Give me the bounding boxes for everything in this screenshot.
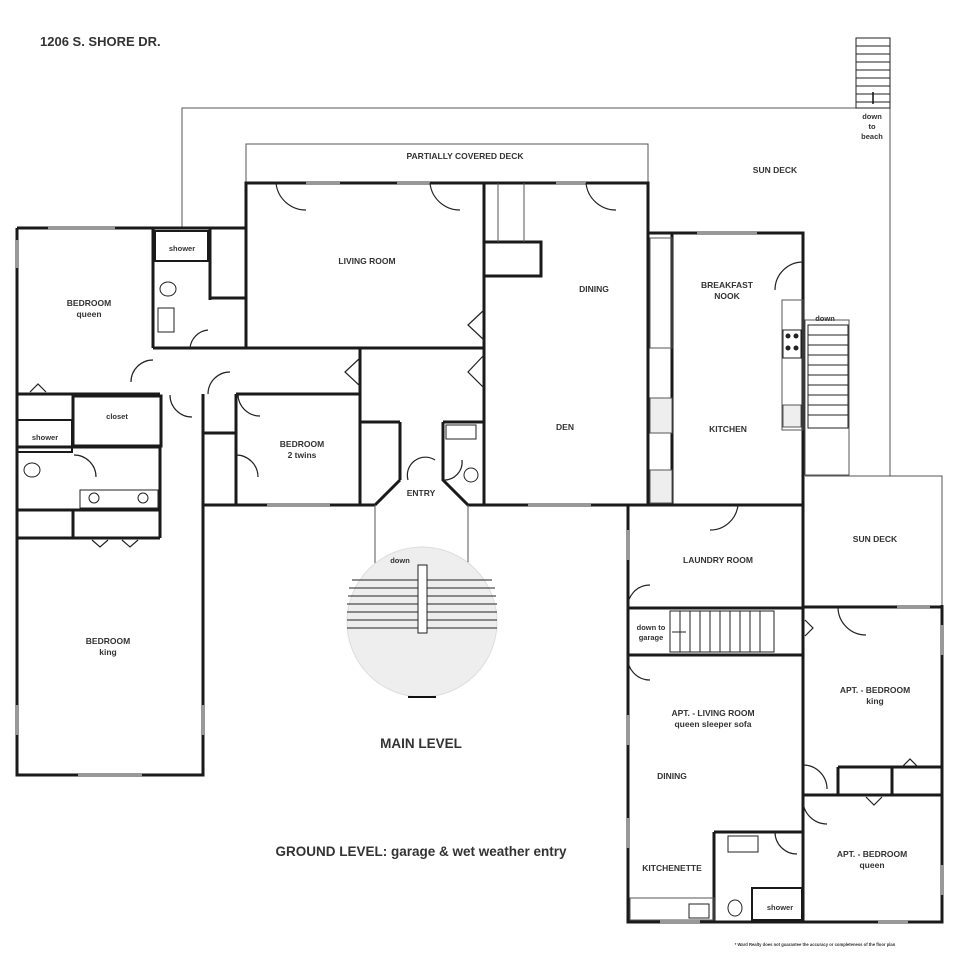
labels: 1206 S. SHORE DR. PARTIALLY COVERED DECK…	[32, 34, 910, 947]
label-bedroom-king: BEDROOM	[86, 636, 130, 646]
label-apt-living-2: queen sleeper sofa	[674, 719, 751, 729]
label-bedroom-queen: BEDROOM	[67, 298, 111, 308]
label-down-to-beach-2: to	[868, 122, 875, 131]
label-breakfast-nook-1: BREAKFAST	[701, 280, 754, 290]
label-sun-deck-top: SUN DECK	[753, 165, 798, 175]
label-closet: closet	[106, 412, 128, 421]
disclaimer: * Ward Realty does not guarantee the acc…	[735, 942, 896, 947]
kitchen-stairs	[807, 324, 849, 429]
label-apt-bedroom-queen-2: queen	[859, 860, 884, 870]
fixtures	[23, 281, 802, 919]
label-living-room: LIVING ROOM	[338, 256, 395, 266]
apartment-walls	[626, 505, 944, 924]
label-down-entry: down	[390, 556, 410, 565]
label-kitchenette: KITCHENETTE	[642, 863, 702, 873]
label-down-to-garage-2: garage	[639, 633, 664, 642]
label-bedroom-king-bed: king	[99, 647, 116, 657]
level-title: MAIN LEVEL	[380, 736, 462, 751]
label-down-to-beach-1: down	[862, 112, 882, 121]
label-apt-dining: DINING	[657, 771, 687, 781]
label-apt-bedroom-queen-1: APT. - BEDROOM	[837, 849, 907, 859]
beach-stairs	[855, 37, 891, 109]
label-sun-deck-right: SUN DECK	[853, 534, 898, 544]
label-laundry-room: LAUNDRY ROOM	[683, 555, 753, 565]
label-bedroom-queen-bed: queen	[76, 309, 101, 319]
deck-outlines	[181, 107, 943, 605]
doors	[29, 182, 919, 855]
ground-level-note: GROUND LEVEL: garage & wet weather entry	[275, 844, 567, 859]
entry-stairs	[346, 546, 498, 698]
label-apt-living-1: APT. - LIVING ROOM	[671, 708, 754, 718]
label-breakfast-nook-2: NOOK	[714, 291, 740, 301]
label-down-to-garage-1: down to	[637, 623, 666, 632]
label-shower-apt: shower	[767, 903, 793, 912]
label-down-to-beach-3: beach	[861, 132, 883, 141]
garage-stairs	[669, 610, 775, 653]
label-bedroom-twins: BEDROOM	[280, 439, 324, 449]
label-partially-covered-deck: PARTIALLY COVERED DECK	[407, 151, 525, 161]
label-down-kitchen: down	[815, 314, 835, 323]
label-apt-bedroom-king-2: king	[866, 696, 883, 706]
label-den: DEN	[556, 422, 574, 432]
label-bedroom-twins-bed: 2 twins	[288, 450, 317, 460]
address-title: 1206 S. SHORE DR.	[40, 34, 161, 49]
label-shower-left: shower	[32, 433, 58, 442]
label-entry: ENTRY	[407, 488, 436, 498]
label-apt-bedroom-king-1: APT. - BEDROOM	[840, 685, 910, 695]
windows	[15, 181, 944, 924]
label-kitchen: KITCHEN	[709, 424, 747, 434]
label-dining: DINING	[579, 284, 609, 294]
label-shower-top: shower	[169, 244, 195, 253]
